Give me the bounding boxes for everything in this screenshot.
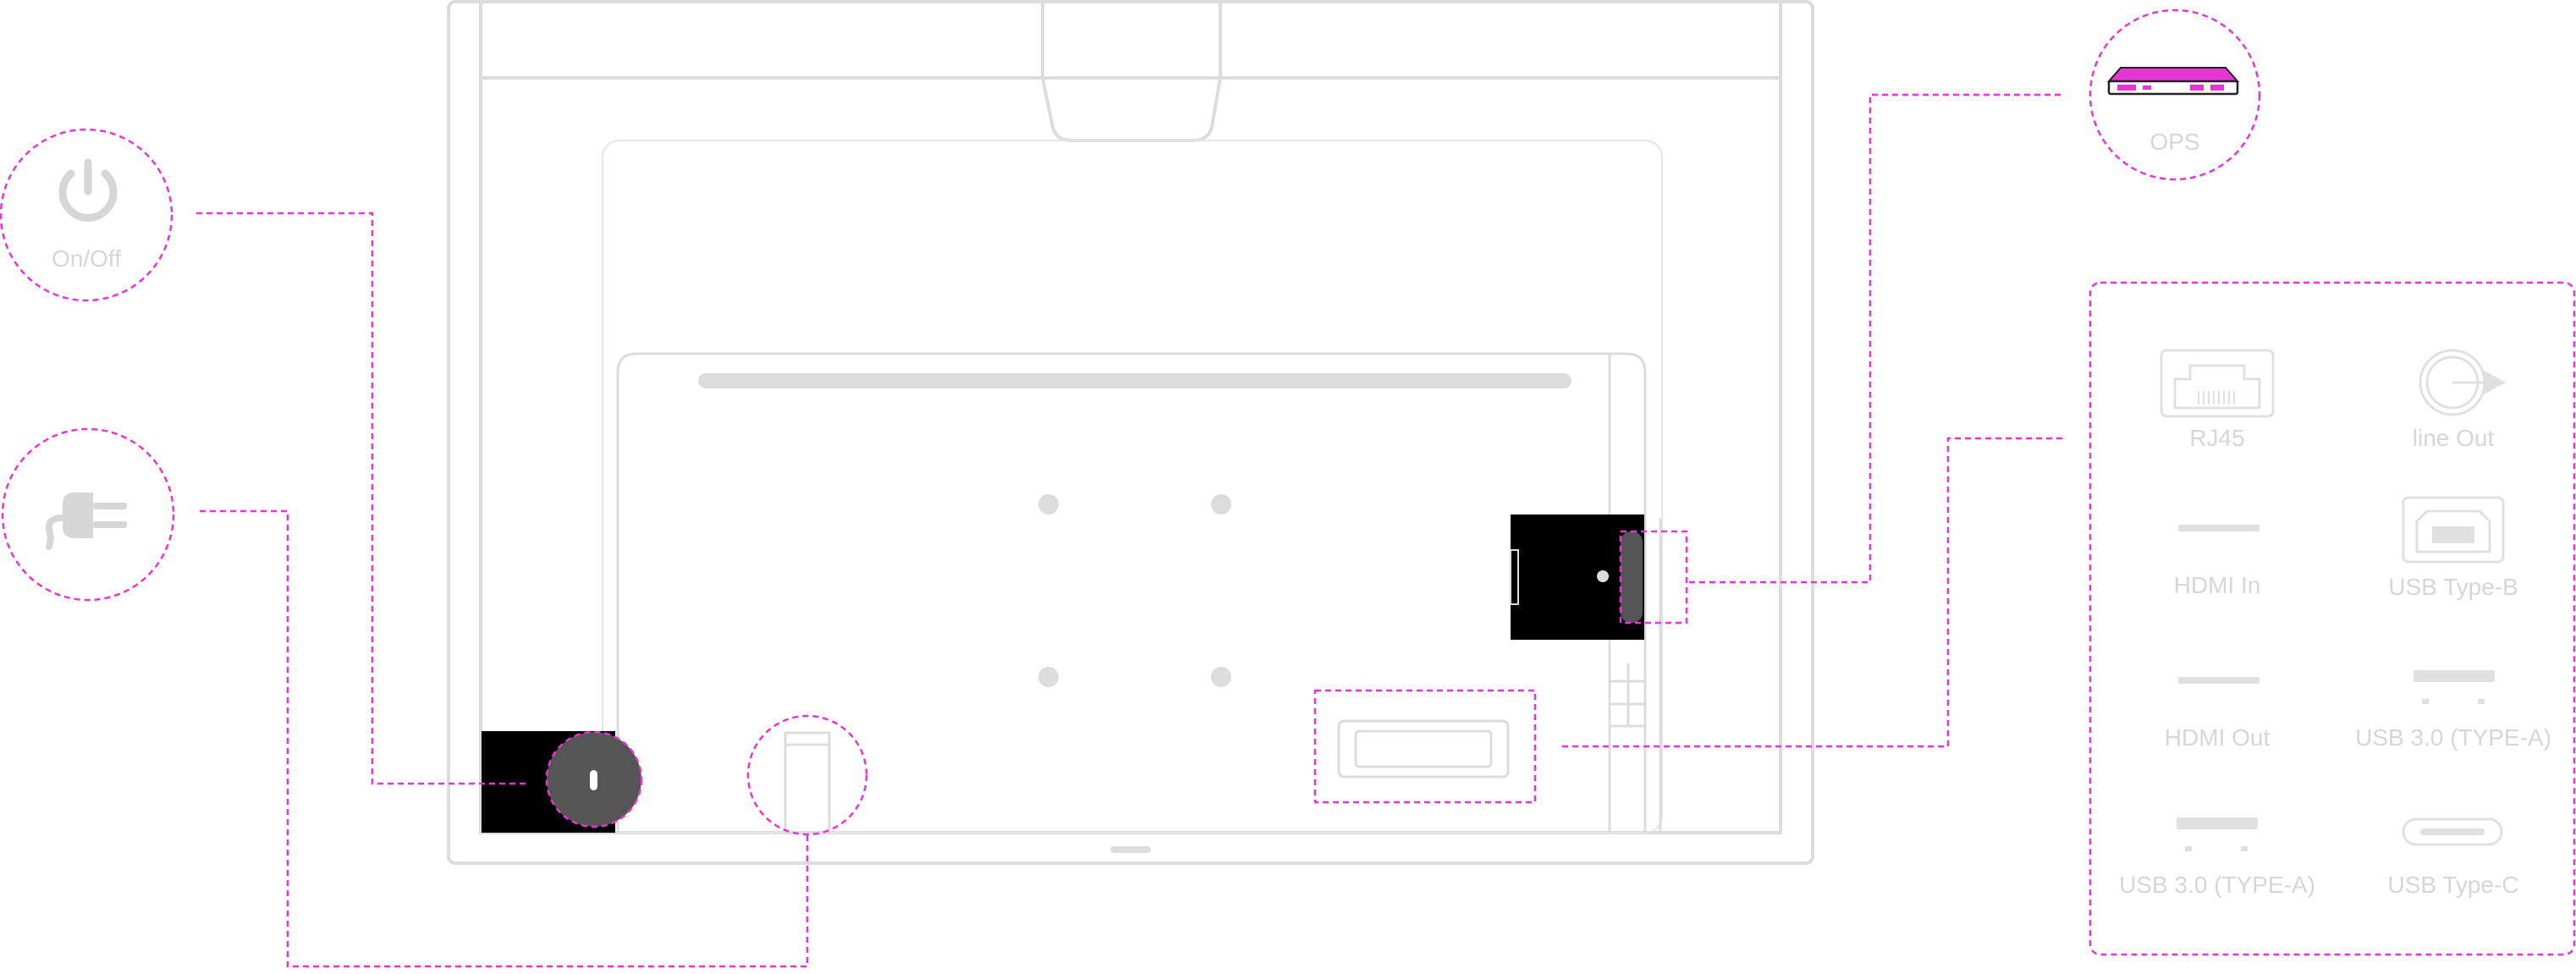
usb-a-icon [2414,670,2495,704]
io-ports-highlight [1313,689,1537,804]
port-panel-frame [2089,281,2576,956]
io-cover-inner [1354,729,1493,768]
io-cover [1337,719,1510,779]
top-handle [1041,2,1222,142]
ops-slot-edge [1510,549,1519,605]
power-button-highlight [545,730,643,828]
display-inner-frame [479,0,1782,834]
leader-lines [196,93,2065,968]
io-cover-outer [1337,719,1510,779]
hdmi-out-icon [2178,677,2260,684]
usb-type-c-icon [2402,817,2503,846]
ops-leader [1689,93,2065,584]
usb-type-b-icon [2402,496,2505,564]
rear-cover [602,140,1663,834]
vesa-hole-tl [1038,494,1059,515]
vesa-hole-br [1211,667,1231,687]
line-out-icon [2419,349,2507,416]
ops-slot-handle [1621,531,1643,623]
ops-label: OPS [2149,129,2200,155]
hdmi-in-icon [2178,525,2260,531]
ops-slot-highlight [1619,530,1688,625]
vesa-mount-holes [1038,494,1231,687]
ops-slot-screw [1597,570,1609,582]
power-cord-callout [1,427,175,602]
port-label-usb-a-2: USB 3.0 (TYPE-A) [2119,872,2315,898]
display-back [447,0,1814,865]
port-label-hdmi-in: HDMI In [2173,572,2261,598]
power-icon [58,158,118,222]
ac-inlet [784,731,831,834]
vesa-hole-tr [1211,494,1231,515]
port-label-usb-type-b: USB Type-B [2388,574,2518,600]
io-ports-leader [1562,437,2065,748]
port-panel [2089,281,2576,956]
plug-icon [45,493,127,550]
rj45-port-icon [2160,349,2275,418]
port-label-usb-type-c: USB Type-C [2387,872,2519,898]
power-cord-leader [200,509,809,968]
ac-inlet-highlight [746,714,868,836]
power-button-label: On/Off [52,245,121,272]
ops-callout [2089,8,2261,181]
port-label-rj45: RJ45 [2189,425,2245,451]
ops-module-icon [2106,67,2240,96]
power-button-callout [0,128,173,302]
power-button-leader [196,212,528,785]
rear-panel-outline [616,352,1647,833]
usb-a-icon [2177,817,2258,851]
display-outer-frame [447,0,1814,865]
port-label-usb-a-1: USB 3.0 (TYPE-A) [2355,724,2551,751]
port-label-hdmi-out: HDMI Out [2164,724,2271,751]
ac-inlet-outline [784,731,831,834]
rear-panel [616,352,1662,833]
vesa-hole-bl [1038,667,1059,687]
power-button-indicator [590,770,597,790]
port-label-line-out: line Out [2412,425,2495,451]
